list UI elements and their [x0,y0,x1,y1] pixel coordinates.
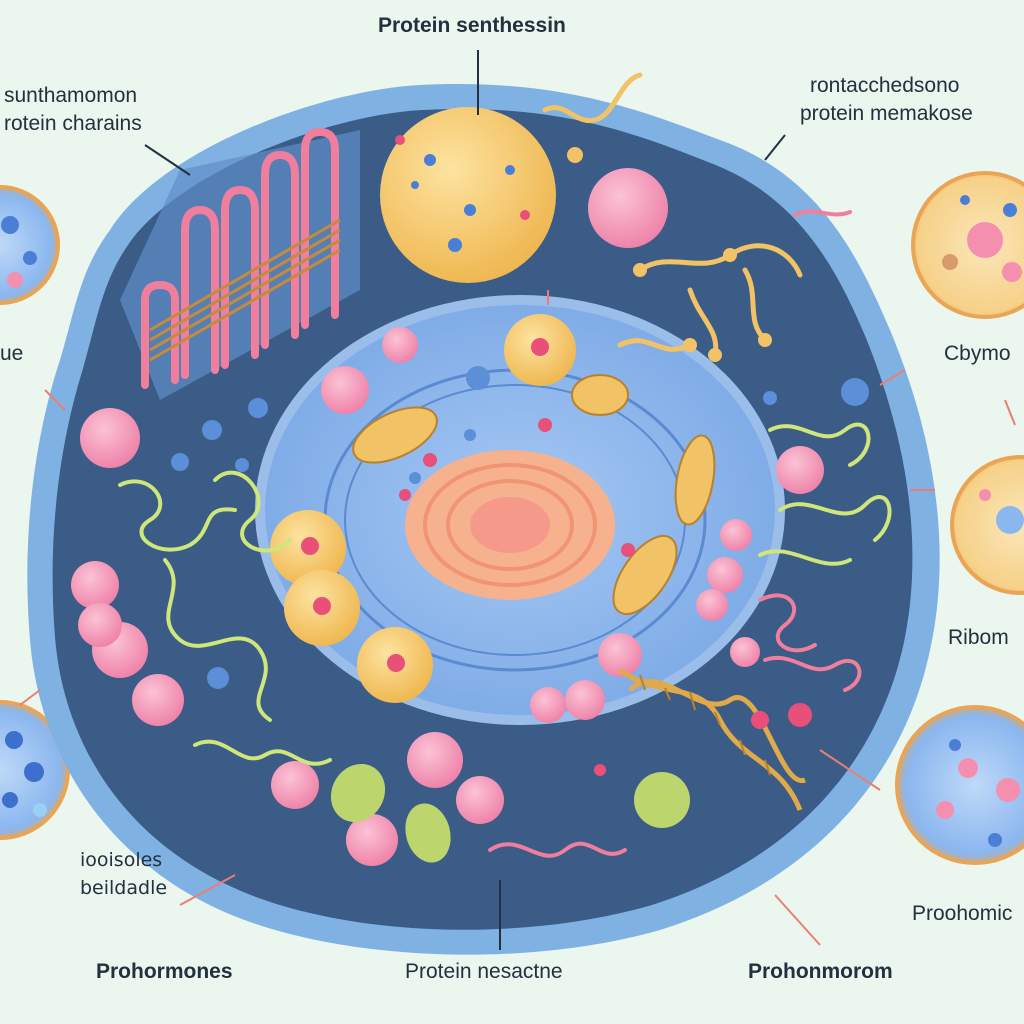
label-right-upper: Cbymo [944,342,1011,365]
side-inset-bottom-right [895,705,1024,865]
label-right-lower: Ribom [948,626,1009,649]
lysosomes [270,314,576,703]
label-bottom-right: Prohonmorom [748,960,893,983]
label-bottom-right-edge: Proohomic [912,902,1013,925]
transport-vesicles [71,327,824,866]
dna-helix [618,667,806,811]
side-inset-top-right [911,171,1024,319]
label-note-2: beildadle [80,877,168,899]
label-bottom-left: Prohormones [96,960,233,983]
vesicle-pink-top [588,168,668,248]
red-granules [399,418,812,776]
label-bottom-center: Protein nesactne [405,960,563,983]
secretory-vesicle-large [380,107,556,283]
label-top-left-2: rotein charains [4,112,142,135]
pointer-arrows [19,290,1016,946]
ribosomes [171,366,869,689]
side-inset-top-left [0,185,60,305]
endoplasmic-reticulum [118,422,892,766]
label-top-center: Protein senthessin [378,14,566,37]
golgi-apparatus [120,127,360,400]
green-vesicles [330,763,690,863]
mitochondria [352,374,716,615]
side-inset-mid-right [950,455,1024,595]
mrna-strands [488,209,862,858]
label-top-right-2: protein memakose [800,102,973,125]
label-top-right-1: rontacchedsono [810,74,960,97]
leader-lines [144,50,786,950]
nucleolus [405,450,615,600]
side-inset-mid-left [0,700,70,840]
label-note-1: iooisoles [80,849,163,871]
label-left-mid: ue [0,342,24,365]
label-top-left-1: sunthamomon [4,84,138,107]
